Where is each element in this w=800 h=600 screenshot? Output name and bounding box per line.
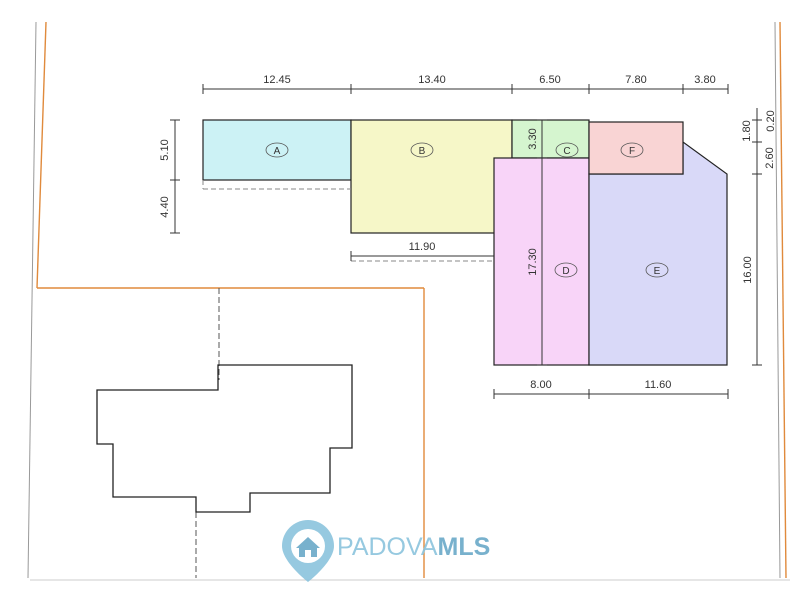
logo-text-mls: MLS	[438, 533, 491, 561]
dimension-labels: 12.45 13.40 6.50 7.80 3.80 5.10 4.40 1.8…	[159, 74, 777, 391]
plot-e-letter: E	[654, 266, 661, 277]
outer-left-line	[27, 21, 37, 579]
existing-building	[96, 364, 353, 513]
plot-b[interactable]	[350, 119, 513, 234]
logo-wordmark: PADOVAMLS	[337, 533, 490, 561]
dim-right-1: 1.80	[741, 120, 753, 141]
dim-left-1: 5.10	[159, 139, 171, 160]
dimension-lines	[170, 84, 762, 399]
padova-mls-logo: PADOVAMLS	[282, 520, 490, 582]
dim-top-4: 7.80	[625, 74, 646, 86]
left-boundary-line	[36, 21, 47, 289]
plot-f[interactable]	[588, 121, 684, 175]
plot-labels: A B C D E F	[265, 142, 669, 278]
plot-b-label: B	[410, 142, 434, 158]
plot-b-letter: B	[419, 146, 426, 157]
plot-f-label: F	[620, 142, 644, 158]
house-pin-icon	[282, 520, 334, 582]
plot-e[interactable]	[588, 140, 728, 366]
dim-top-3: 6.50	[539, 74, 560, 86]
plot-c-letter: C	[563, 146, 570, 157]
dim-c-height: 3.30	[527, 128, 539, 149]
neighbor-lines	[27, 21, 790, 581]
dim-d-height: 17.30	[527, 248, 539, 276]
dim-right-3: 2.60	[764, 147, 776, 168]
plot-a-letter: A	[274, 146, 281, 157]
plot-f-letter: F	[629, 146, 635, 157]
right-boundary-line	[779, 21, 787, 579]
plot-e-label: E	[645, 262, 669, 278]
plot-a-label: A	[265, 142, 289, 158]
plot-c-label: C	[555, 142, 579, 158]
dim-bottom-1: 8.00	[530, 379, 551, 391]
dim-top-2: 13.40	[418, 74, 446, 86]
outer-right-line	[774, 21, 781, 579]
dim-top-1: 12.45	[263, 74, 291, 86]
plot-a[interactable]	[202, 119, 352, 181]
dim-b-bottom: 11.90	[409, 241, 436, 253]
plot-d-letter: D	[562, 266, 569, 277]
dim-right-2: 0.20	[765, 110, 777, 131]
dim-bottom-2: 11.60	[645, 379, 672, 391]
property-boundaries	[36, 21, 787, 579]
dashed-guides	[202, 180, 494, 262]
dim-left-2: 4.40	[159, 196, 171, 217]
dim-right-4: 16.00	[742, 256, 754, 284]
logo-text-padova: PADOVA	[337, 533, 438, 561]
dim-top-5: 3.80	[694, 74, 715, 86]
plot-d-label: D	[554, 262, 578, 278]
